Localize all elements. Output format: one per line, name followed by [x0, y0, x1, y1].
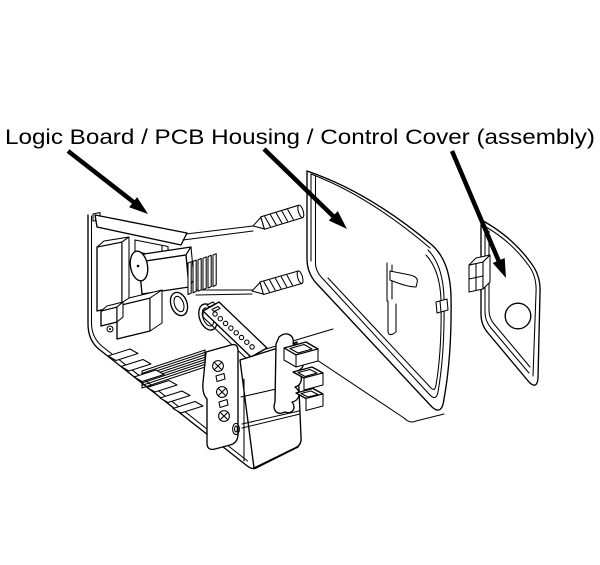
- callout-arrows: [66, 147, 506, 278]
- logic-board: [202, 301, 268, 363]
- callout-arrow-control-cover: [262, 147, 347, 229]
- screw-boss-1: [169, 291, 189, 317]
- mounting-screw-2: [251, 270, 304, 296]
- control-cover-panel: [306, 170, 452, 411]
- ribbon-cable: [141, 349, 206, 389]
- part-assembly-cover: [468, 220, 541, 386]
- mounting-screw-1: [252, 204, 305, 230]
- screw1-shaft: [185, 225, 254, 235]
- cover-clip: [468, 254, 491, 293]
- cover-rim: [323, 249, 445, 399]
- component-tall-box: [96, 241, 123, 312]
- terminal-bracket: [202, 343, 240, 451]
- screw-boss-hole: [106, 325, 114, 333]
- housing-outline: [87, 214, 299, 470]
- callout-arrow-assembly-cover: [449, 150, 506, 278]
- part-pcb-housing: [87, 204, 445, 470]
- cover-rim-notch: [435, 298, 449, 314]
- terminal-screw-1: [212, 360, 224, 372]
- connector-bracket: [273, 333, 324, 414]
- housing-outline-inner: [90, 215, 249, 462]
- slot-hole: [232, 422, 240, 436]
- terminal-screw-2: [216, 386, 228, 398]
- part-control-cover: [306, 170, 452, 411]
- terminal-screw-3: [218, 410, 230, 422]
- cover-hole: [504, 302, 532, 330]
- wall-top-slab: [94, 214, 188, 246]
- callout-arrow-pcb-housing: [66, 149, 148, 214]
- guide-steps: [107, 348, 204, 414]
- cover-latch-tab: [386, 262, 418, 336]
- housing-floor-edge: [283, 337, 445, 423]
- heatsink-ribs: [187, 253, 217, 296]
- diagram-title: Logic Board / PCB Housing / Control Cove…: [5, 125, 595, 149]
